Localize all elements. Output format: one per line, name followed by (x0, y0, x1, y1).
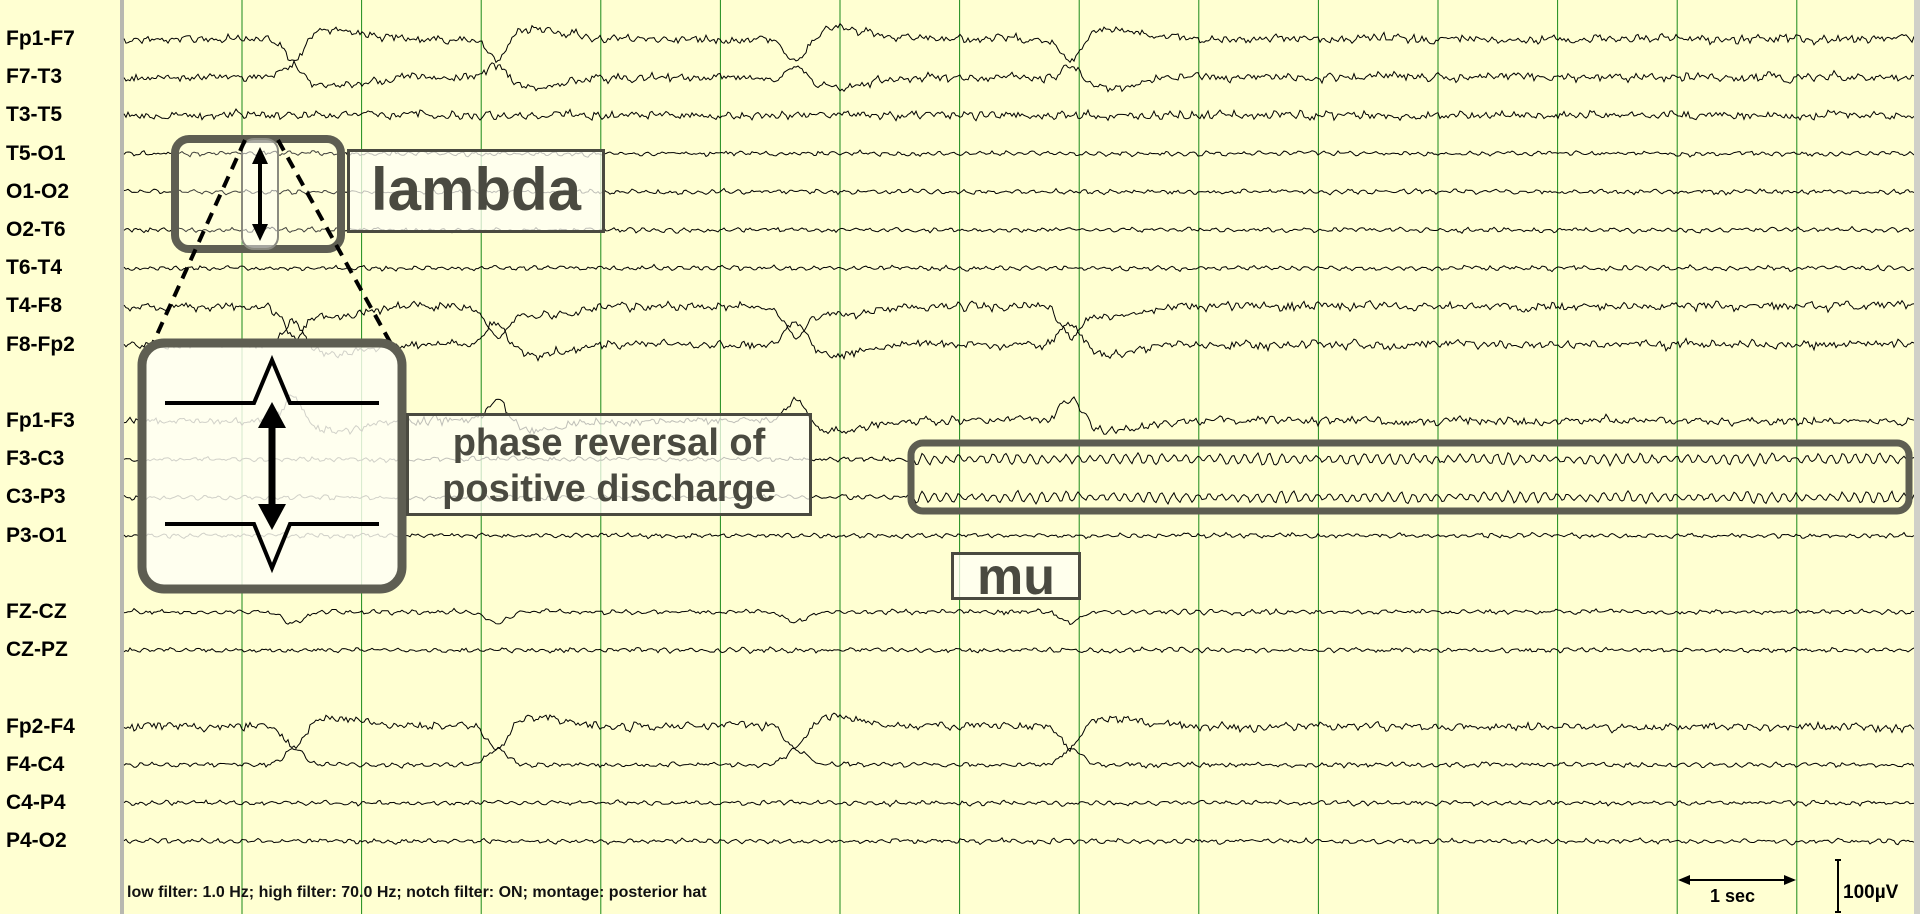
channel-label-p4-o2: P4-O2 (6, 829, 67, 853)
channel-label-o1-o2: O1-O2 (6, 179, 70, 203)
channel-label-fp1-f3: Fp1-F3 (6, 409, 75, 432)
positive-peak-up (165, 354, 379, 405)
channel-label-o2-t6: O2-T6 (6, 218, 66, 241)
lambda-arrow-down-icon (252, 224, 268, 241)
trace-t3-t5 (123, 108, 1915, 122)
channel-label-c3-p3: C3-P3 (6, 485, 66, 509)
channel-label-fz-cz: FZ-CZ (6, 600, 67, 623)
channel-label-f3-c3: F3-C3 (6, 447, 65, 471)
channel-label-c4-p4: C4-P4 (6, 791, 66, 814)
amplitude-scale-label: 100µV (1843, 882, 1899, 903)
mu-highlight-box (907, 439, 1913, 515)
time-arrow-left-icon (1678, 875, 1690, 885)
time-arrow-right-icon (1784, 875, 1796, 885)
trace-f8-fp2 (123, 317, 1915, 362)
plot-border (1914, 0, 1920, 914)
scale-bars (1678, 859, 1841, 913)
trace-fz-cz (123, 607, 1915, 626)
mu-label: mu (951, 551, 1081, 603)
phase-reversal-label: phase reversal of positive discharge (406, 413, 812, 516)
zoom-dashed-line-right (276, 139, 402, 361)
channel-label-t3-t5: T3-T5 (6, 103, 63, 127)
filter-settings-footer: low filter: 1.0 Hz; high filter: 70.0 Hz… (127, 884, 707, 901)
phase-label-line1: phase reversal of (452, 422, 766, 464)
positive-peak-down (165, 522, 379, 574)
phase-arrow-down-icon (258, 504, 286, 530)
channel-label-f7-t3: F7-T3 (6, 65, 63, 89)
trace-t4-f8 (123, 299, 1915, 342)
channel-label-t5-o1: T5-O1 (6, 141, 66, 165)
phase-label-line2: positive discharge (442, 468, 776, 510)
channel-label-f8-fp2: F8-Fp2 (6, 332, 75, 356)
channel-label-fp1-f7: Fp1-F7 (6, 27, 75, 50)
trace-t6-t4 (123, 263, 1915, 273)
trace-fp2-f4 (123, 712, 1915, 753)
lambda-arrow-up-icon (252, 147, 268, 164)
lambda-label: lambda (347, 149, 605, 233)
trace-p4-o2 (123, 837, 1915, 846)
channel-label-cz-pz: CZ-PZ (6, 638, 68, 662)
channel-label-t6-t4: T6-T4 (6, 256, 63, 280)
annotation-shapes (137, 135, 1913, 594)
trace-p3-o1 (123, 531, 1915, 540)
channel-label-t4-f8: T4-F8 (6, 294, 63, 318)
trace-cz-pz (123, 646, 1915, 655)
channel-label-f4-c4: F4-C4 (6, 752, 65, 776)
trace-c4-p4 (123, 799, 1915, 808)
time-scale-label: 1 sec (1710, 886, 1756, 906)
trace-fp1-f7 (123, 22, 1915, 64)
phase-arrow-up-icon (258, 402, 286, 428)
channel-label-fp2-f4: Fp2-F4 (6, 714, 75, 738)
trace-f7-t3 (123, 59, 1915, 93)
trace-f4-c4 (123, 747, 1915, 769)
channel-label-p3-o1: P3-O1 (6, 523, 67, 547)
